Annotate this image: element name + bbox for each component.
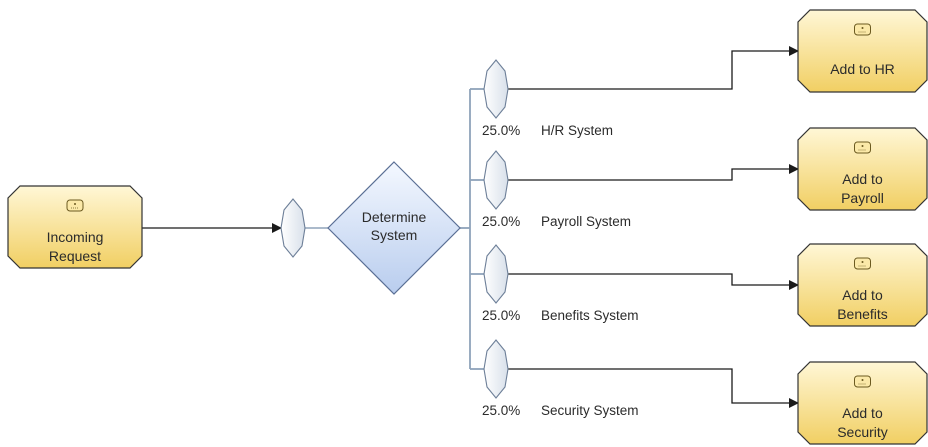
incoming-request-node-label-line: Request: [49, 248, 101, 264]
branch-connector-security: [483, 339, 509, 399]
add-to-payroll-node-label-line: Payroll: [841, 190, 884, 206]
edge-branch-payroll: [508, 164, 799, 181]
branch-label-benefits: 25.0% Benefits System: [482, 308, 639, 323]
add-to-hr-node[interactable]: Add to HR: [797, 9, 928, 93]
edge-branch-security: [508, 368, 799, 408]
branch-label-security: 25.0% Security System: [482, 403, 639, 418]
add-to-benefits-node-label-line: Benefits: [837, 306, 888, 322]
add-to-security-node[interactable]: Add to Security: [797, 361, 928, 445]
branch-connector-payroll: [483, 150, 509, 210]
branch-label-payroll: 25.0% Payroll System: [482, 214, 631, 229]
edges: [142, 46, 799, 408]
branch-percent: 25.0%: [482, 308, 520, 323]
decision-diamond-shape: [327, 161, 461, 295]
branch-label-hr: 25.0% H/R System: [482, 123, 613, 138]
add-to-security-node-label-line: Add to: [842, 405, 883, 421]
add-to-security-node-shape: [797, 361, 928, 445]
branch-connector-hr: [483, 59, 509, 119]
branch-percent: 25.0%: [482, 403, 520, 418]
branch-percent: 25.0%: [482, 123, 520, 138]
add-to-benefits-node[interactable]: Add to Benefits: [797, 243, 928, 327]
add-to-hr-node-shape: [797, 9, 928, 93]
activity-icon: [854, 375, 871, 388]
activity-icon: [66, 199, 84, 212]
branch-name: H/R System: [541, 123, 613, 138]
decision-label-line: System: [371, 227, 418, 243]
decision-entry-connector: [280, 198, 306, 258]
activity-icon: [854, 23, 871, 36]
activity-icon: [854, 257, 871, 270]
branch-name: Payroll System: [541, 214, 631, 229]
edge-branch-hr: [508, 46, 799, 90]
branch-percent: 25.0%: [482, 214, 520, 229]
branch-name: Benefits System: [541, 308, 639, 323]
activity-icon: [854, 141, 871, 154]
add-to-benefits-node-label-line: Add to: [842, 287, 883, 303]
branch-name: Security System: [541, 403, 639, 418]
add-to-benefits-node-shape: [797, 243, 928, 327]
add-to-payroll-node-label-line: Add to: [842, 171, 883, 187]
incoming-request-node-shape: [7, 185, 143, 269]
decision-label-line: Determine: [362, 209, 427, 225]
add-to-payroll-node[interactable]: Add to Payroll: [797, 127, 928, 211]
branch-connector-benefits: [483, 244, 509, 304]
incoming-request-node-label-line: Incoming: [47, 229, 104, 245]
edge-branch-benefits: [508, 273, 799, 290]
add-to-payroll-node-shape: [797, 127, 928, 211]
add-to-security-node-label-line: Security: [837, 424, 888, 440]
add-to-hr-node-label-line: Add to HR: [830, 61, 895, 77]
